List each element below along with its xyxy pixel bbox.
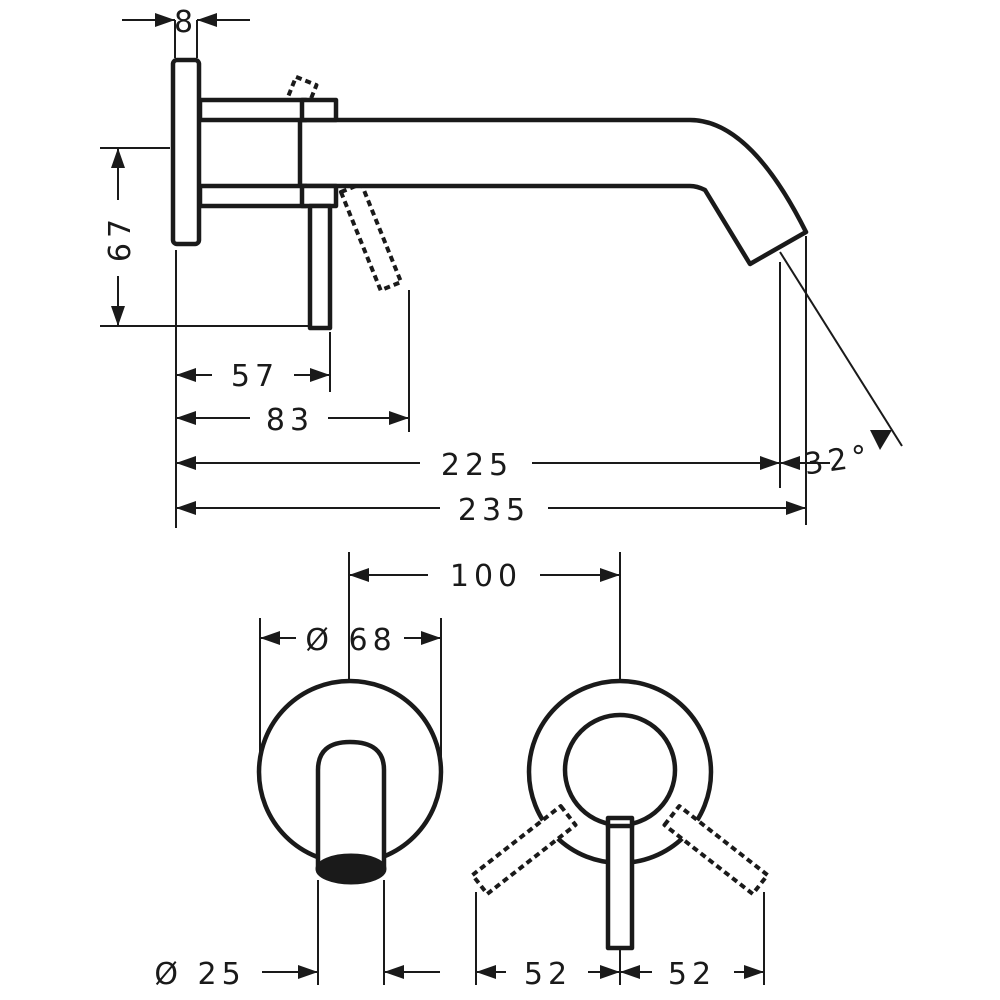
dim-lever-offset-value: 57 (231, 359, 279, 394)
dim-height: 67 (103, 148, 138, 326)
dim-rosette-diameter-value: Ø 68 (305, 623, 396, 658)
dim-lever-left-value: 52 (524, 957, 572, 992)
mounting-rod-upper (197, 97, 309, 123)
lever-hub-lower (299, 183, 339, 209)
lever-handle (307, 203, 333, 331)
side-extension-lines (100, 20, 903, 528)
dim-height-value: 67 (103, 214, 138, 262)
spout-outlet (315, 853, 387, 885)
dim-overall-length: 235 (176, 493, 806, 528)
dim-axis-spacing: 100 (349, 559, 620, 594)
dim-overall-length-value: 235 (458, 493, 530, 528)
dim-rosette-depth-value: 8 (174, 5, 198, 40)
dim-spray-angle-value: 32° (802, 438, 874, 482)
lever-alt-position-open (338, 181, 404, 293)
dim-lever-right-value: 52 (668, 957, 716, 992)
dim-rosette-diameter: Ø 68 (260, 623, 441, 658)
spout-body (297, 117, 809, 267)
dim-spout-length-value: 225 (441, 448, 513, 483)
dim-spout-length: 225 (176, 448, 830, 483)
dim-outlet-diameter-value: Ø 25 (154, 957, 245, 992)
mixer-lever (605, 815, 635, 951)
dim-spray-angle: 32° (802, 430, 892, 483)
dim-lever-swing: 52 52 (476, 957, 764, 992)
lever-alt-position-left (470, 804, 578, 896)
mounting-rod-lower (197, 183, 309, 209)
dim-lever-open-offset-value: 83 (266, 403, 314, 438)
mixer-handle-hub (562, 712, 678, 828)
dim-rosette-depth: 8 (122, 5, 250, 40)
side-view: 8 67 57 83 225 (100, 5, 903, 528)
dim-lever-offset: 57 (176, 359, 330, 394)
wall-rosette (170, 57, 202, 247)
lever-alt-position-right (662, 804, 770, 896)
front-view: 100 Ø 68 Ø 25 52 52 (154, 552, 770, 992)
spout-front (315, 739, 387, 871)
dim-axis-spacing-value: 100 (450, 559, 522, 594)
dim-lever-open-offset: 83 (176, 403, 409, 438)
lever-hub (299, 97, 339, 123)
dim-outlet-diameter: Ø 25 (154, 957, 440, 992)
